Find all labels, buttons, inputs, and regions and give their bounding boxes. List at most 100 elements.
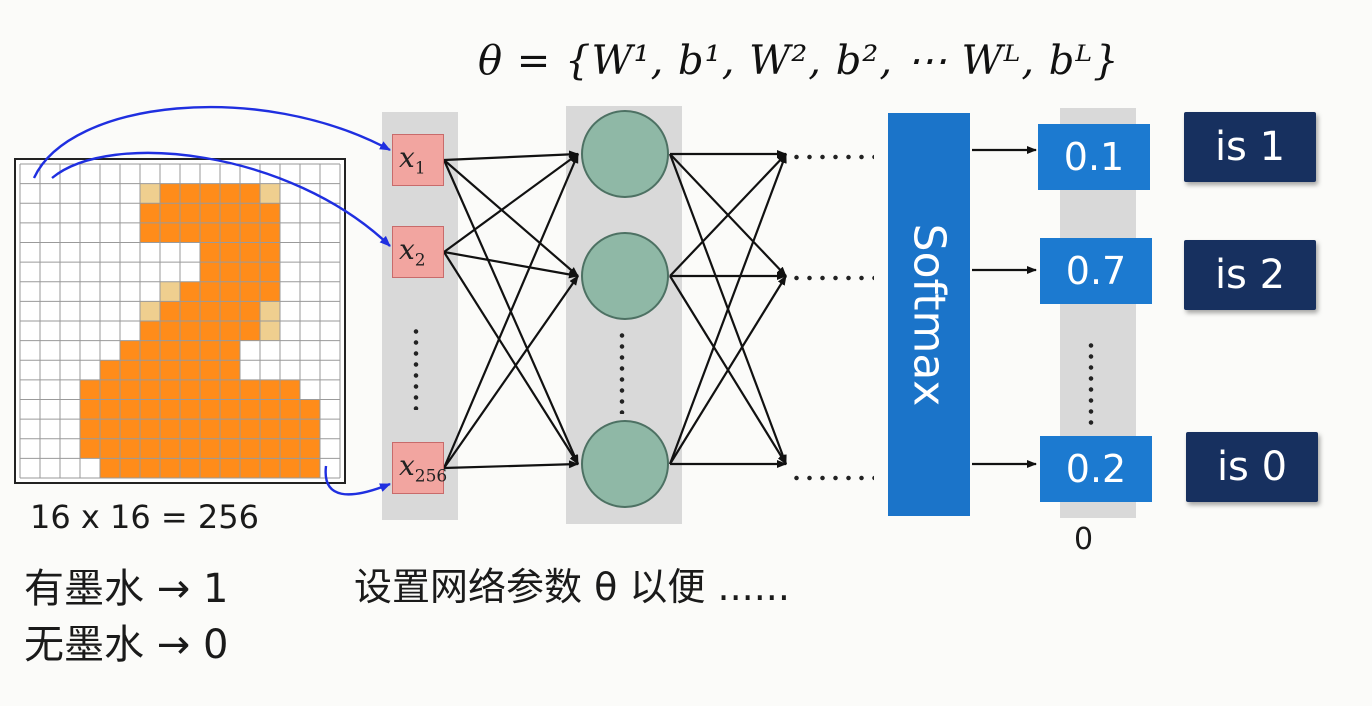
ink-cell (240, 203, 260, 223)
continuation-dots-3 (790, 475, 874, 481)
grid-size-caption: 16 x 16 = 256 (30, 498, 259, 536)
ink-cell (180, 419, 200, 439)
ink-cell (220, 183, 240, 204)
ink-cell (240, 301, 260, 321)
parameter-formula: θ = {W¹, b¹, W², b², ⋯ Wᴸ, bᴸ} (478, 38, 1120, 84)
partial-ink-cell (140, 301, 160, 321)
partial-ink-cell (260, 301, 280, 321)
weight-edge (443, 250, 579, 279)
ink-cell (200, 281, 220, 302)
ink-cell (160, 222, 180, 243)
ink-cell (160, 399, 180, 420)
ink-cell (120, 360, 140, 380)
ink-cell (160, 321, 180, 341)
output-value-2: 0.7 (1040, 238, 1152, 304)
ink-cell (100, 438, 120, 459)
ink-cell (120, 438, 140, 459)
input-node-x1: x1 (392, 134, 444, 186)
ink-cell (300, 458, 320, 478)
ink-cell (220, 281, 240, 302)
ink-cell (300, 438, 320, 459)
ink-cell (220, 242, 240, 263)
output-value-3: 0.2 (1040, 436, 1152, 502)
ink-cell (240, 281, 260, 302)
ink-cell (140, 379, 160, 400)
weight-edge (443, 275, 579, 469)
ink-cell (120, 458, 140, 478)
ink-cell (140, 458, 160, 478)
class-label-is-0: is 0 (1186, 432, 1318, 502)
ink-cell (260, 262, 280, 282)
ink-cell (200, 360, 220, 380)
partial-ink-cell (160, 281, 180, 302)
ink-cell (200, 262, 220, 282)
ink-cell (100, 458, 120, 478)
ink-cell (300, 419, 320, 439)
ink-cell (140, 438, 160, 459)
ink-cell (220, 419, 240, 439)
ink-cell (180, 222, 200, 243)
ink-cell (140, 321, 160, 341)
ink-cell (80, 399, 100, 420)
ink-cell (80, 419, 100, 439)
digit-pixel-grid (14, 158, 346, 484)
ink-cell (160, 340, 180, 361)
ink-cell (180, 321, 200, 341)
ink-cell (240, 262, 260, 282)
ink-cell (140, 399, 160, 420)
ink-cell (100, 399, 120, 420)
ink-cell (160, 379, 180, 400)
ink-cell (160, 360, 180, 380)
ink-cell (180, 281, 200, 302)
no-ink-note: 无墨水 → 0 (24, 622, 229, 668)
ink-cell (180, 183, 200, 204)
ink-cell (140, 419, 160, 439)
ink-cell (300, 399, 320, 420)
ink-cell (220, 203, 240, 223)
ink-cell (220, 301, 240, 321)
ink-cell (260, 203, 280, 223)
ink-cell (100, 419, 120, 439)
output-value-1: 0.1 (1038, 124, 1150, 190)
ink-cell (240, 399, 260, 420)
ink-cell (200, 458, 220, 478)
ink-cell (200, 379, 220, 400)
ink-cell (200, 340, 220, 361)
ink-cell (140, 340, 160, 361)
ink-cell (220, 399, 240, 420)
weight-edge (442, 153, 580, 469)
ink-cell (180, 203, 200, 223)
ink-cell (200, 438, 220, 459)
ink-cell (100, 360, 120, 380)
ink-cell (220, 321, 240, 341)
ink-cell (200, 203, 220, 223)
partial-ink-cell (260, 321, 280, 341)
ink-cell (260, 399, 280, 420)
pixel-to-x256-arrow (324, 465, 391, 496)
weight-edge (443, 460, 579, 470)
hidden-ellipsis (619, 330, 625, 414)
pixel-to-x2-arrow (51, 151, 391, 247)
ink-cell (200, 183, 220, 204)
softmax-label: Softmax (903, 223, 955, 406)
ink-cell (180, 340, 200, 361)
ink-cell (220, 340, 240, 361)
ink-cell (220, 438, 240, 459)
ink-cell (200, 321, 220, 341)
hidden-neuron-3 (581, 420, 669, 508)
ink-cell (220, 262, 240, 282)
ink-cell (140, 222, 160, 243)
ink-cell (260, 281, 280, 302)
ink-cell (160, 419, 180, 439)
ink-cell (200, 242, 220, 263)
ink-cell (80, 379, 100, 400)
ink-cell (260, 379, 280, 400)
ink-cell (260, 438, 280, 459)
input-node-x2: x2 (392, 226, 444, 278)
set-params-note: 设置网络参数 θ 以便 ...... (354, 565, 790, 609)
input-node-x256: x256 (392, 442, 447, 494)
ink-cell (220, 458, 240, 478)
hidden-neuron-2 (581, 232, 669, 320)
ink-cell (180, 379, 200, 400)
